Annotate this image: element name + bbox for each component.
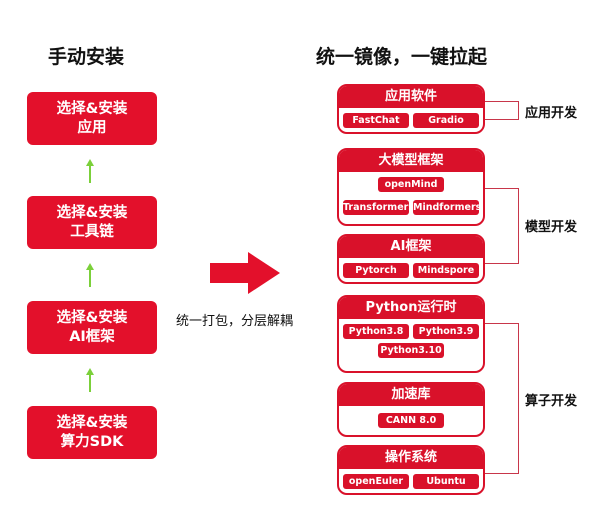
unified-image-title: 统一镜像，一键拉起 [316, 46, 488, 68]
step-ai-framework: 选择&安装 AI框架 [27, 301, 157, 354]
chip-transformers: Transformers [343, 200, 414, 215]
label-model-dev: 模型开发 [525, 220, 578, 235]
panel-acceleration-lib: 加速库 CANN 8.0 [337, 382, 485, 437]
middle-caption: 统一打包，分层解耦 [176, 314, 294, 329]
panel-title: 加速库 [339, 384, 483, 406]
step-app: 选择&安装 应用 [27, 92, 157, 145]
panel-title: Python运行时 [339, 297, 483, 319]
panel-python-runtime: Python运行时 Python3.8 Python3.9 Python3.10 [337, 295, 485, 373]
step-ai-framework-line2: AI框架 [69, 328, 115, 345]
chip-python39: Python3.9 [413, 324, 479, 339]
panel-ai-framework: AI框架 Pytorch Mindspore [337, 234, 485, 284]
label-operator-dev: 算子开发 [525, 394, 578, 409]
step-app-line2: 应用 [77, 119, 107, 136]
panel-title: AI框架 [339, 236, 483, 258]
chip-python38: Python3.8 [343, 324, 409, 339]
step-compute-sdk-line2: 算力SDK [60, 433, 124, 450]
chip-python310: Python3.10 [378, 343, 444, 358]
step-toolchain-line1: 选择&安装 [56, 204, 128, 221]
panel-llm-framework: 大模型框架 openMind Transformers Mindformers [337, 148, 485, 226]
step-compute-sdk: 选择&安装 算力SDK [27, 406, 157, 459]
step-toolchain: 选择&安装 工具链 [27, 196, 157, 249]
step-compute-sdk-line1: 选择&安装 [56, 414, 128, 431]
bracket-operator-dev [485, 323, 519, 474]
chip-openmind: openMind [378, 177, 444, 192]
step-app-line1: 选择&安装 [56, 100, 128, 117]
manual-install-title: 手动安装 [48, 46, 125, 68]
chip-mindspore: Mindspore [413, 263, 479, 278]
panel-title: 应用软件 [339, 86, 483, 108]
right-arrow-shape [210, 252, 280, 294]
bracket-model-dev [485, 188, 519, 264]
bracket-app-dev [485, 101, 519, 120]
chip-pytorch: Pytorch [343, 263, 409, 278]
up-arrow-icon [86, 263, 94, 287]
right-arrow-icon [210, 252, 280, 294]
chip-openeuler: openEuler [343, 474, 409, 489]
chip-fastchat: FastChat [343, 113, 409, 128]
chip-mindformers: Mindformers [413, 200, 482, 215]
panel-os: 操作系统 openEuler Ubuntu [337, 445, 485, 495]
step-toolchain-line2: 工具链 [70, 223, 114, 240]
up-arrow-icon [86, 368, 94, 392]
panel-title: 操作系统 [339, 447, 483, 469]
up-arrow-icon [86, 159, 94, 183]
chip-gradio: Gradio [413, 113, 479, 128]
panel-app-software: 应用软件 FastChat Gradio [337, 84, 485, 134]
label-app-dev: 应用开发 [525, 106, 578, 121]
step-ai-framework-line1: 选择&安装 [56, 309, 128, 326]
panel-title: 大模型框架 [339, 150, 483, 172]
chip-ubuntu: Ubuntu [413, 474, 479, 489]
chip-cann: CANN 8.0 [378, 413, 444, 428]
